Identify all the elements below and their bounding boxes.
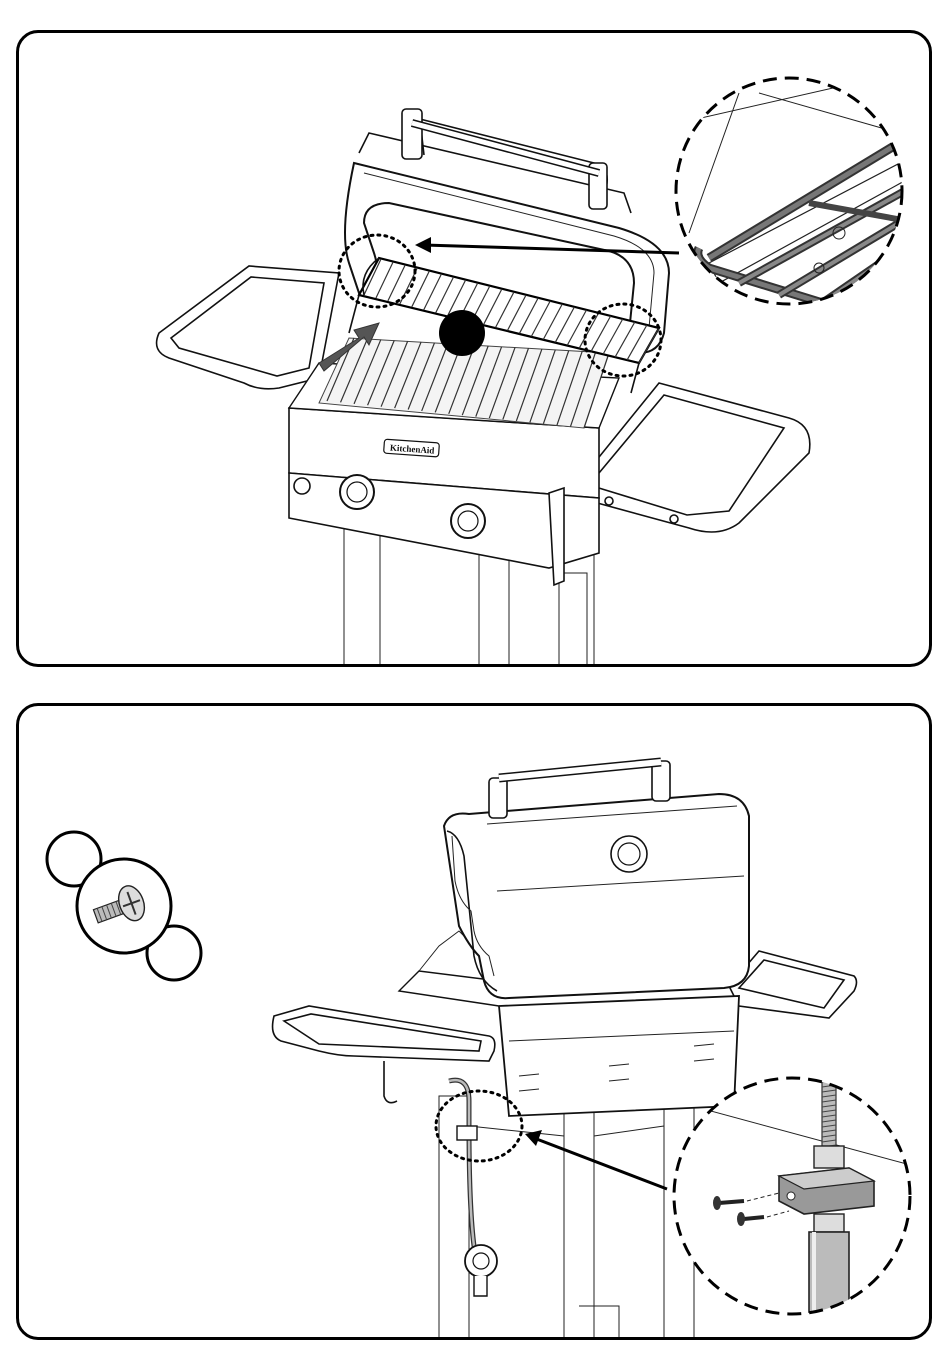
- detail-pointer-arrow: [525, 1130, 667, 1189]
- filled-dot-icon: [439, 310, 485, 356]
- detail-magnifier-icon: [674, 1076, 914, 1322]
- ignition-button: [294, 478, 310, 494]
- grill-lid-closed: [444, 761, 749, 998]
- regulator-hose-icon: [449, 1080, 497, 1296]
- detail-magnifier-icon: [676, 73, 924, 308]
- lid-handle-bracket-left: [489, 778, 507, 818]
- screw-icon: [47, 832, 201, 980]
- left-side-shelf: [273, 1006, 495, 1103]
- firebox-side-handle: [549, 488, 564, 585]
- step-2-illustration: [19, 706, 932, 1340]
- step-1-panel: KitchenAid: [16, 30, 932, 667]
- thread-line: [822, 1080, 836, 1082]
- step-2-panel: [16, 703, 932, 1340]
- left-side-shelf: [157, 266, 339, 389]
- regulator-bracket-callout: [436, 1091, 522, 1161]
- right-side-shelf: [574, 383, 810, 532]
- step-1-illustration: KitchenAid: [19, 33, 932, 667]
- lid-handle-bracket-left: [402, 109, 422, 159]
